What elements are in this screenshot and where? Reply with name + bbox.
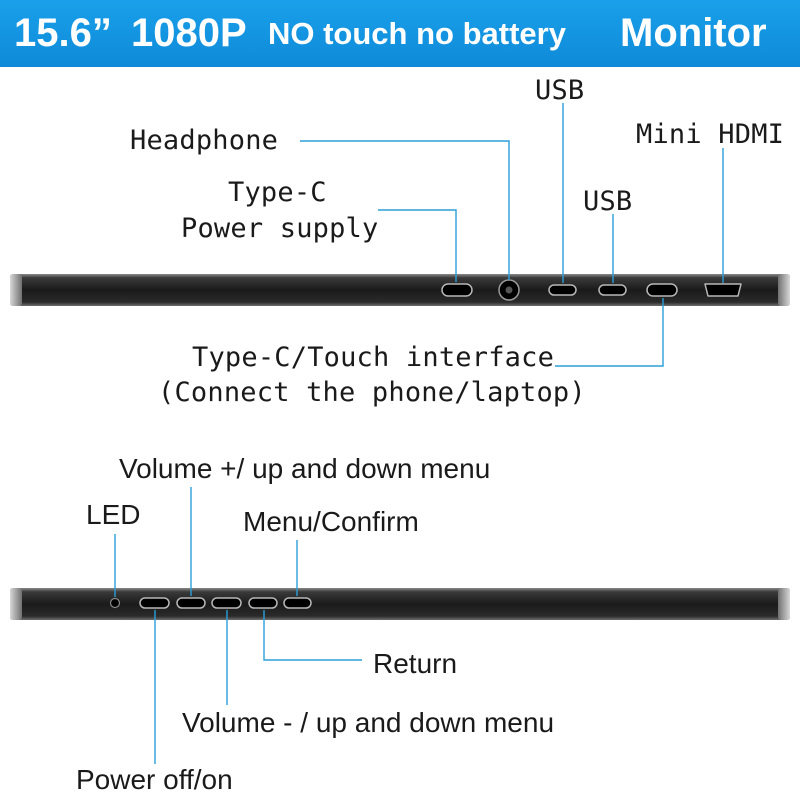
usb-port-1 xyxy=(548,284,577,296)
label-headphone: Headphone xyxy=(130,125,279,156)
label-typec-touch-line2: (Connect the phone/laptop) xyxy=(158,377,586,408)
label-usb-2: USB xyxy=(583,186,633,217)
volume-down-button xyxy=(211,597,242,609)
label-volume-up: Volume +/ up and down menu xyxy=(119,453,491,484)
volume-up-button xyxy=(176,597,206,609)
mini-hdmi-port xyxy=(704,283,742,297)
title-features: NO touch no battery xyxy=(268,16,566,51)
title-resolution: 1080P xyxy=(131,11,247,55)
top-panel xyxy=(10,274,790,306)
label-volume-down: Volume - / up and down menu xyxy=(182,707,555,738)
leader-typec-power xyxy=(378,209,457,282)
power-button xyxy=(139,597,170,609)
leader-headphone xyxy=(300,140,510,280)
label-typec-power-line2: Power supply xyxy=(181,213,379,244)
bottom-leader-lines xyxy=(114,487,362,764)
title-product: Monitor xyxy=(620,11,767,55)
bottom-panel xyxy=(10,588,790,620)
label-return: Return xyxy=(373,648,458,679)
label-menu-confirm: Menu/Confirm xyxy=(243,506,419,537)
label-led: LED xyxy=(86,499,141,530)
leader-typec-touch xyxy=(555,298,664,367)
title-banner: 15.6” 1080P NO touch no battery Monitor xyxy=(0,0,800,67)
label-usb-1: USB xyxy=(535,75,585,106)
menu-confirm-button xyxy=(283,597,312,609)
leader-return xyxy=(263,610,362,661)
usb-port-2 xyxy=(598,284,627,296)
led-indicator xyxy=(109,597,121,609)
typec-touch-port xyxy=(646,283,678,297)
label-mini-hdmi: Mini HDMI xyxy=(636,119,785,150)
label-typec-power-line1: Type-C xyxy=(228,177,327,208)
typec-power-port xyxy=(441,283,473,297)
headphone-jack xyxy=(498,279,520,301)
label-power: Power off/on xyxy=(76,764,233,795)
return-button xyxy=(248,597,278,609)
label-typec-touch-line1: Type-C/Touch interface xyxy=(192,342,555,373)
title-size: 15.6” xyxy=(14,11,112,55)
top-leader-lines xyxy=(300,103,724,367)
